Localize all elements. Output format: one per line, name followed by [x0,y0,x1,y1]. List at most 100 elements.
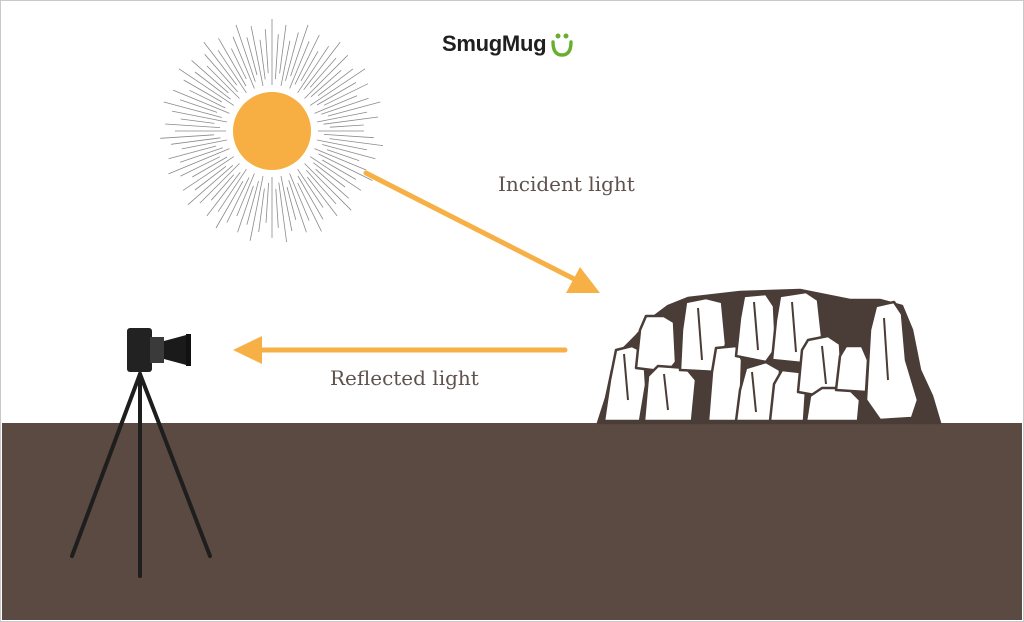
sun-ray [235,24,256,82]
sun-ray [323,116,379,125]
sun-ray [279,24,287,74]
sun-ray [179,147,223,163]
sun-ray [315,168,349,199]
camera-icon [127,328,191,372]
rock-column [804,386,862,423]
sun-ray [192,156,228,178]
sun-ray [290,24,309,77]
sun-ray [323,83,369,106]
sun-ray [182,156,235,191]
sun-ray [172,89,230,114]
sun-ray [317,139,368,151]
sun-ray [171,110,227,123]
sun-ray [236,173,255,217]
sun-ray [168,145,217,160]
sun-ray [275,34,279,80]
sun-ray [285,32,299,81]
sun-ray [278,182,287,243]
sun-ray [288,180,307,233]
sun-ray [286,186,297,221]
sun-icon [233,92,311,170]
sun-ray [316,82,357,106]
sun-ray [187,164,234,206]
sun-ray [259,39,266,80]
sun-ray [289,41,310,89]
sun-ray [226,177,250,223]
sun-ray [289,173,310,221]
sun-rays [160,19,384,243]
sun-ray [160,134,215,139]
smiley-mug-icon [551,33,573,57]
brand-logo: SmugMug [442,28,574,60]
sun-ray [321,97,369,115]
rock-cracks [623,301,889,413]
sun-ray [183,79,223,103]
sun-ray [230,48,247,80]
sun-ray [199,163,240,204]
incident-light-label: Incident light [498,172,635,196]
sun-ray [306,176,338,217]
sun-ray [249,176,264,241]
sun-ray [309,156,362,191]
sun-ray [275,188,279,228]
sun-ray [246,37,258,76]
sun-ray [309,57,337,88]
sun-ray [217,168,247,212]
rock-column [864,300,920,422]
sun-ray [170,137,221,145]
sun-ray [210,174,235,201]
sun-ray [215,181,244,229]
sun-ray [264,29,269,74]
sun-ray [265,182,269,223]
rock-column [834,344,870,394]
tripod-icon [70,372,212,578]
sun-ray [323,134,374,139]
rock-formation [596,288,942,425]
sun-ray [304,163,352,211]
sun-ray [318,153,373,181]
sun-ray [322,159,357,180]
ground [2,423,1022,620]
brand-name: SmugMug [442,31,547,56]
sun-ray [297,175,324,220]
sun-ray [317,68,354,97]
sun-ray [310,69,342,98]
sun-ray [303,41,341,90]
sun-ray [309,68,366,106]
sun-ray [297,168,324,208]
sun-ray [327,101,381,117]
sun-ray [297,182,322,232]
sun-ray [250,26,264,86]
sun-ray [314,95,358,114]
sun-ray [217,50,247,94]
sun-ray [329,138,384,146]
sun-ray [237,185,254,233]
reflected-light-arrow [233,336,568,364]
sun-ray [280,176,293,232]
sun-ray [163,101,222,118]
sun-ray [204,54,239,93]
sun-ray [194,165,227,191]
sun-ray [181,139,227,150]
sun-ray [297,45,330,94]
sun-ray [179,99,218,113]
sun-ray [329,124,364,128]
sun-ray [180,118,215,124]
sun-ray [206,172,241,217]
sun-ray [313,162,346,188]
sun-ray [294,34,320,85]
sun-ray [300,51,319,81]
sun-ray [194,71,231,100]
sun-ray [218,38,247,87]
sun-ray [317,111,368,123]
sun-ray [165,123,221,128]
sun-ray [326,149,360,161]
sun-ray [178,68,235,106]
sun-ray [258,188,265,233]
sun-ray [304,55,348,99]
sun-ray [232,36,255,89]
incident-light-arrow [363,170,600,293]
sun-ray [189,89,226,109]
